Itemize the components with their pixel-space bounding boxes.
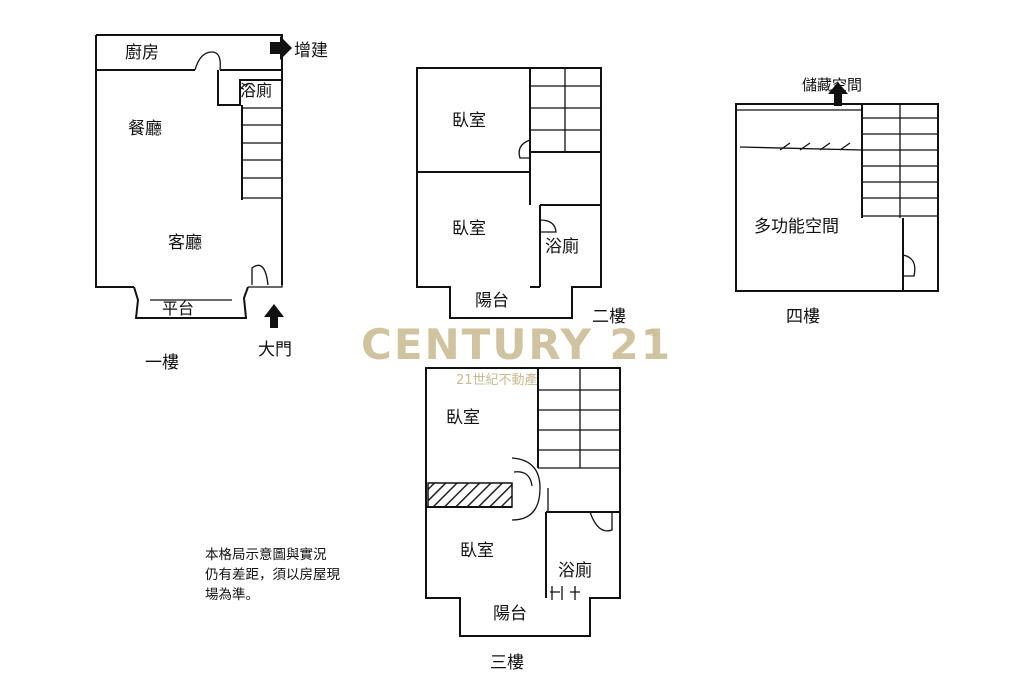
floor-3-plan: 臥室 臥室 浴廁 陽台 三樓 [425,367,621,673]
floor-3-title: 三樓 [490,653,524,673]
floor-2-title: 二樓 [592,307,626,327]
room-label-multi: 多功能空間 [754,217,839,237]
extension-arrow-icon [270,36,292,60]
floor-4-title: 四樓 [786,307,820,327]
room-label-bedroom-f3b: 臥室 [460,541,494,561]
room-label-bath-f1: 浴廁 [240,81,272,100]
floor-1-stairs [242,107,282,199]
floor-2-plan: 臥室 臥室 浴廁 陽台 二樓 [416,67,626,327]
room-label-platform: 平台 [162,299,194,318]
hatched-partition [427,482,513,508]
storage-arrow-icon [828,82,848,106]
room-label-bedroom-f2a: 臥室 [452,111,486,131]
room-label-bedroom-f2b: 臥室 [452,219,486,239]
watermark-registered: ® [648,328,658,339]
floor-4-plan: 儲藏空間 多功能空間 四樓 [735,76,939,327]
floor-3-stairs [537,368,620,469]
room-label-dining: 餐廳 [128,119,162,139]
century21-watermark: CENTURY 21 ® 21世紀不動產 [361,320,672,388]
watermark-sub: 21世紀不動產 [456,372,538,388]
room-label-kitchen: 廚房 [125,42,159,63]
floor-2-stairs [530,68,601,152]
room-label-balcony-f2: 陽台 [475,291,509,311]
room-label-bath-f2: 浴廁 [545,236,579,257]
extension-label: 增建 [294,41,328,61]
entrance-label: 大門 [258,340,292,360]
floor-1-plan: 廚房 浴廁 餐廳 客廳 平台 一樓 增建 大門 [95,34,328,373]
disclaimer-line-2: 仍有差距，須以房屋現 [205,567,340,583]
floor-4-stairs [861,104,938,218]
disclaimer-note: 本格局示意圖與實況 仍有差距，須以房屋現 場為準。 [205,545,405,605]
room-label-bedroom-f3a: 臥室 [446,408,480,428]
disclaimer-line-1: 本格局示意圖與實況 [205,547,327,563]
room-label-balcony-f3: 陽台 [493,604,527,624]
storage-label: 儲藏空間 [802,76,862,94]
floor-1-title: 一樓 [145,353,179,373]
watermark-brand: CENTURY 21 [361,320,672,369]
disclaimer-line-3: 場為準。 [205,587,259,603]
room-label-bath-f3: 浴廁 [558,560,592,581]
room-label-living: 客廳 [168,233,202,253]
entrance-arrow-icon [264,304,284,328]
